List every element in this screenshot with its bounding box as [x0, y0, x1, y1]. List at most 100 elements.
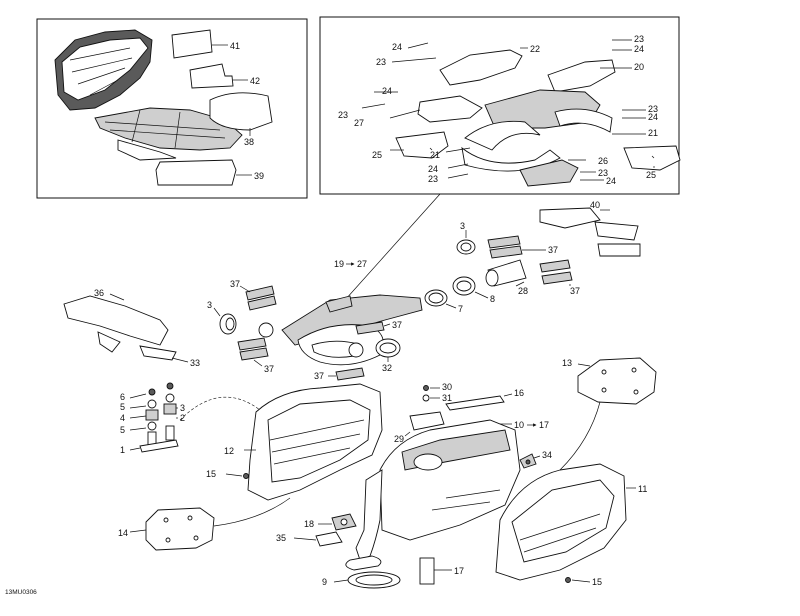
callout-5b: 5 [120, 425, 125, 435]
callout-17a: 17 [454, 566, 464, 576]
callout-21b: 21 [430, 150, 440, 160]
callout-24b: 24 [634, 44, 644, 54]
callout-23b: 23 [634, 34, 644, 44]
part-13: 13 [559, 357, 657, 471]
part-25-left-shape [395, 131, 449, 159]
part-40: 40 [539, 200, 641, 257]
callout-5a: 5 [120, 402, 125, 412]
part-12-heat-shield: 12 15 [206, 383, 383, 501]
upper-pipe-assembly [258, 294, 423, 366]
callout-28: 28 [518, 286, 528, 296]
callout-37c: 37 [230, 279, 240, 289]
callout-23c: 23 [338, 110, 348, 120]
parts-18-35: 18 35 [276, 513, 357, 547]
callout-23e: 23 [428, 174, 438, 184]
part-16: 16 [445, 388, 524, 411]
callout-25b: 25 [646, 170, 656, 180]
inset-frame-left [36, 18, 308, 199]
callout-3c: 3 [180, 403, 185, 413]
part-14: 14 [118, 497, 291, 551]
callout-30: 30 [442, 382, 452, 392]
part-34: 34 [519, 450, 552, 469]
dashed-guide [179, 396, 261, 421]
callout-33: 33 [190, 358, 200, 368]
callout-18: 18 [304, 519, 314, 529]
document-code: 13MU0306 [5, 589, 37, 596]
callout-24a: 24 [392, 42, 402, 52]
callout-37a: 37 [548, 245, 558, 255]
springs-37-left: 37 37 37 37 [230, 279, 402, 381]
parts-30-31: 30 31 [422, 382, 452, 403]
callout-19-target: 27 [357, 259, 367, 269]
part-17: 17 [419, 557, 464, 585]
part-stack-1-6: 6 5 4 5 1 3 2 [120, 382, 185, 455]
callout-20: 20 [634, 62, 644, 72]
callout-41: 41 [230, 41, 240, 51]
part-41-shape [171, 29, 213, 59]
part-20-shape [547, 59, 616, 93]
inset-panel-top-left: 41 42 38 39 [36, 18, 308, 199]
part-21-left-shape [464, 120, 541, 151]
callout-42: 42 [250, 76, 260, 86]
callout-25a: 25 [372, 150, 382, 160]
inset-frame-right [319, 16, 680, 195]
part-3-left: 3 [207, 300, 237, 335]
callout-23d: 23 [648, 104, 658, 114]
callout-15a: 15 [206, 469, 216, 479]
inset-connector-line [344, 193, 441, 301]
callout-1: 1 [120, 445, 125, 455]
callout-4: 4 [120, 413, 125, 423]
part-42-shape [189, 63, 234, 89]
part-21-right-shape [554, 108, 613, 133]
callout-37e: 37 [392, 320, 402, 330]
callout-22: 22 [530, 44, 540, 54]
callout-32: 32 [382, 363, 392, 373]
callout-23a: 23 [376, 57, 386, 67]
callout-3b: 3 [207, 300, 212, 310]
callout-3a: 3 [460, 221, 465, 231]
callout-40: 40 [590, 200, 600, 210]
inset-panel-top-right: 24 23 22 23 24 20 24 23 27 23 24 21 25 2… [319, 16, 681, 195]
callout-12: 12 [224, 446, 234, 456]
callout-37b: 37 [570, 286, 580, 296]
callout-37d: 37 [264, 364, 274, 374]
callout-35: 35 [276, 533, 286, 543]
part-38-shape [209, 92, 273, 131]
callout-8: 8 [490, 294, 495, 304]
callout-11: 11 [638, 484, 647, 494]
callout-26: 26 [598, 156, 608, 166]
callout-34: 34 [542, 450, 552, 460]
cover-assembly [54, 29, 243, 161]
part-9-gasket: 9 [322, 571, 401, 589]
callout-23f: 23 [598, 168, 608, 178]
callout-37f: 37 [314, 371, 324, 381]
part-22-shape [439, 49, 523, 86]
callout-24e: 24 [428, 164, 438, 174]
callout-6: 6 [120, 392, 125, 402]
part-26-bottom-shape [519, 159, 579, 187]
callout-7: 7 [458, 304, 463, 314]
callout-14: 14 [118, 528, 128, 538]
part-32: 32 [375, 338, 401, 373]
callout-19: 19 [334, 259, 344, 269]
callout-13: 13 [562, 358, 572, 368]
callout-36: 36 [94, 288, 104, 298]
part-39-shape [155, 159, 237, 186]
callout-39: 39 [254, 171, 264, 181]
part-33-bracket: 36 33 [63, 288, 200, 368]
part-26-shape [461, 146, 561, 172]
upper-right-parts: 3 37 37 28 8 7 [424, 221, 580, 314]
part-25-right-shape [623, 145, 681, 171]
callout-2: 2 [180, 413, 185, 423]
muffler-assembly [345, 419, 521, 571]
part-11-heat-shield: 11 15 [495, 463, 647, 587]
part-29: 29 [394, 411, 445, 444]
callout-29: 29 [394, 434, 404, 444]
callout-24f: 24 [606, 176, 616, 186]
callout-9: 9 [322, 577, 327, 587]
callout-27: 27 [354, 118, 364, 128]
part-27-shape [417, 95, 483, 123]
callout-31: 31 [442, 393, 452, 403]
callout-10: 10 [514, 420, 524, 430]
